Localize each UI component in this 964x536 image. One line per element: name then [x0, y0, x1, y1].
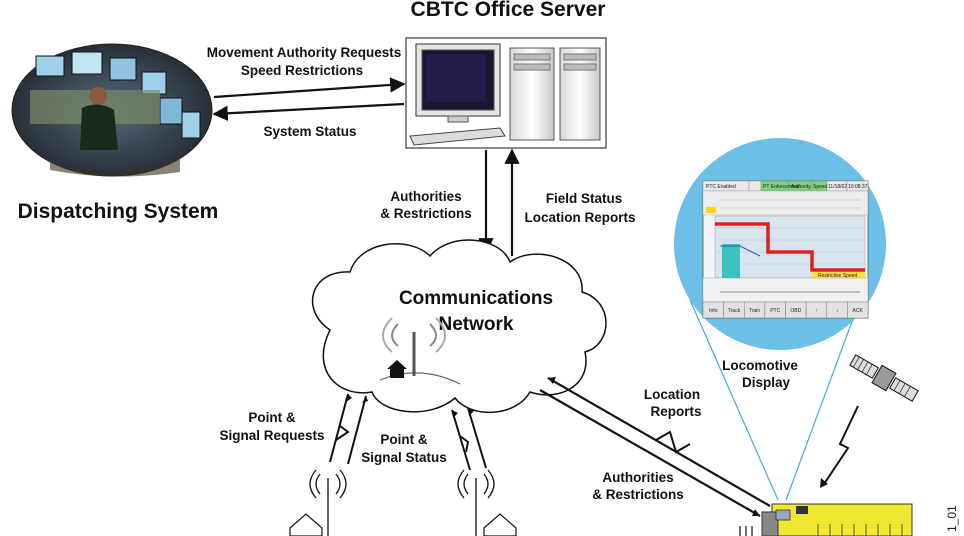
figure-id: 1_01	[945, 505, 959, 532]
location-label-1: Location	[644, 387, 700, 402]
screen-button	[847, 301, 869, 319]
wayside-link-right	[451, 407, 487, 471]
screen-button-label: ↓	[836, 308, 839, 314]
office-server-image	[405, 37, 607, 149]
authorities-label-1: Authorities	[390, 189, 461, 204]
requests-arrow	[213, 77, 406, 99]
network-label-1: Communications	[399, 288, 553, 309]
screen-button-label: Track	[728, 308, 741, 314]
train-link-lower	[539, 389, 761, 517]
requests-label-1: Movement Authority Requests	[207, 45, 402, 60]
screen-header-6: 10:08:37	[848, 184, 868, 190]
communications-cloud	[311, 239, 607, 414]
screen-restriction-label: Restrictive Speed	[818, 273, 857, 279]
dispatch-photo	[11, 43, 213, 177]
display-label-1: Locomotive	[722, 358, 798, 373]
screen-header-0: PTC Enabled	[706, 184, 736, 190]
screen-button-label: PTC	[770, 308, 780, 314]
network-label-2: Network	[439, 314, 514, 335]
point-stat-label-1: Point &	[380, 432, 427, 447]
train-auth-label-1: Authorities	[602, 470, 673, 485]
locomotive-display-screen: PTC Enabled PT Enforcement Authority Spe…	[702, 180, 869, 319]
wayside-link-left	[329, 393, 368, 465]
authorities-label-2: & Restrictions	[380, 206, 472, 221]
train-link-upper	[547, 377, 771, 507]
requests-label-2: Speed Restrictions	[241, 63, 363, 78]
screen-button-label: Train	[749, 308, 760, 314]
train-auth-label-2: & Restrictions	[592, 487, 684, 502]
field-status-label-2: Location Reports	[524, 210, 635, 225]
display-label-2: Display	[742, 375, 791, 390]
screen-header-5: 11/18/02	[828, 184, 847, 190]
point-req-label-1: Point &	[248, 410, 295, 425]
screen-button-label: OBD	[790, 308, 801, 314]
screen-button-label: ACK	[853, 308, 864, 314]
wayside-antenna-right-icon	[457, 469, 517, 536]
point-req-label-2: Signal Requests	[219, 428, 324, 443]
screen-header-4: Speed	[813, 184, 828, 190]
location-label-2: Reports	[650, 404, 701, 419]
screen-button-row: Info Track Train PTC OBD ↑ ↓ ACK	[702, 301, 869, 319]
server-title: CBTC Office Server	[411, 0, 606, 21]
screen-header-3: Authority	[791, 184, 811, 190]
status-label: System Status	[263, 124, 356, 139]
satellite-signal	[823, 405, 859, 485]
radio-tower-icon	[379, 317, 461, 385]
satellite-icon	[849, 354, 919, 402]
screen-button-label: Info	[709, 308, 718, 314]
screen-button-label: ↑	[815, 308, 818, 314]
field-status-label-1: Field Status	[546, 191, 623, 206]
status-arrow	[212, 102, 405, 121]
point-stat-label-2: Signal Status	[361, 450, 447, 465]
screen-header-2: PT Enforcement	[763, 184, 800, 190]
dispatch-title: Dispatching System	[18, 200, 219, 223]
wayside-antenna-left-icon	[289, 469, 347, 536]
locomotive-icon	[739, 503, 913, 536]
